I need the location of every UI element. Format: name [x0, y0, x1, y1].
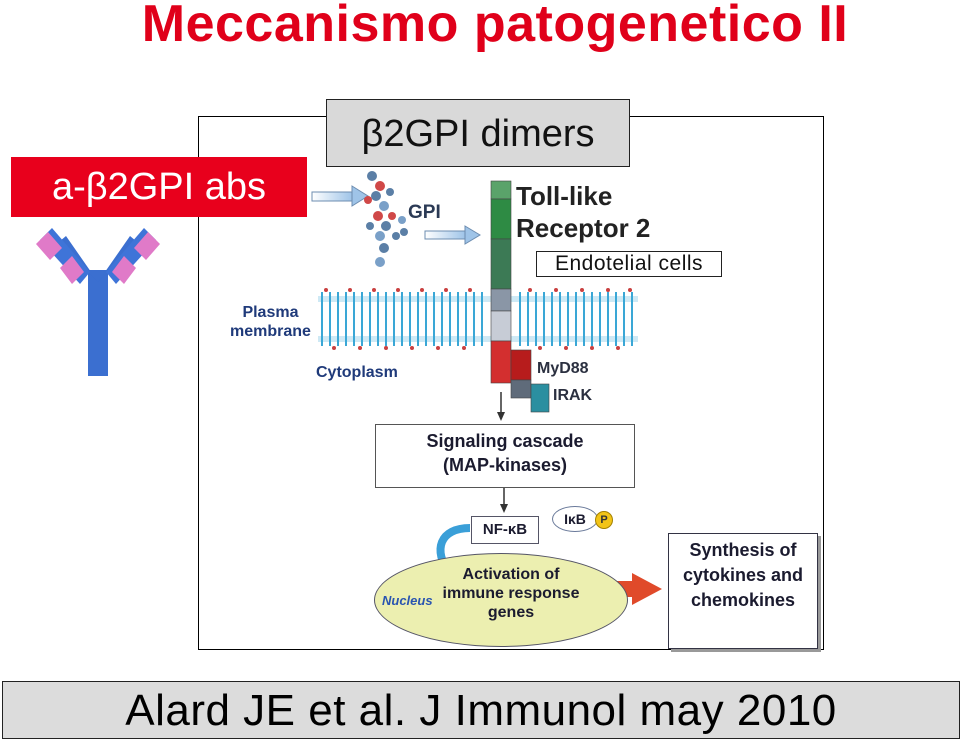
- dimers-label: β2GPI dimers: [326, 99, 630, 167]
- receptor-label-line1: Toll-like: [516, 181, 613, 211]
- plasma-membrane: [318, 288, 638, 350]
- phosphate-badge: P: [595, 511, 613, 529]
- receptor-label: Toll-like Receptor 2: [516, 180, 650, 244]
- antibody-icon: [36, 228, 160, 376]
- receptor-to-cascade-arrow: [497, 392, 505, 421]
- cell-type-label: Endotelial cells: [536, 251, 722, 277]
- antibody-label: a-β2GPI abs: [11, 157, 307, 217]
- nucleus-label: Nucleus: [382, 593, 433, 608]
- cascade-line2: (MAP-kinases): [442, 455, 568, 475]
- toll-like-receptor-icon: [490, 180, 550, 413]
- slide-title: Meccanismo patogenetico II: [141, 0, 849, 53]
- gpi-molecule-icon: [364, 171, 408, 267]
- nfkb-box: NF-κB: [471, 516, 539, 544]
- antibody-to-gpi-arrow: [311, 185, 369, 207]
- cytoplasm-label: Cytoplasm: [316, 364, 398, 381]
- plasma-membrane-label: Plasma membrane: [230, 303, 311, 341]
- cascade-line1: Signaling cascade: [426, 431, 584, 451]
- gpi-label: GPI: [408, 202, 441, 223]
- myd88-label: MyD88: [537, 360, 589, 377]
- plasma-membrane-label-line2: membrane: [230, 323, 311, 340]
- signaling-cascade-box: Signaling cascade (MAP-kinases): [375, 424, 635, 488]
- activation-text: Activation of immune response genes: [442, 566, 580, 621]
- plasma-membrane-label-line1: Plasma: [242, 304, 299, 321]
- synthesis-box: Synthesis of cytokines and chemokines: [668, 533, 818, 649]
- nucleus-shape: [374, 553, 628, 647]
- receptor-label-line2: Receptor 2: [516, 213, 651, 243]
- gpi-to-receptor-arrow: [424, 225, 481, 245]
- citation: Alard JE et al. J Immunol may 2010: [2, 681, 960, 739]
- cascade-to-nfkb-arrow: [500, 484, 508, 513]
- irak-label: IRAK: [553, 387, 593, 404]
- ikb-oval: IκB: [552, 506, 598, 532]
